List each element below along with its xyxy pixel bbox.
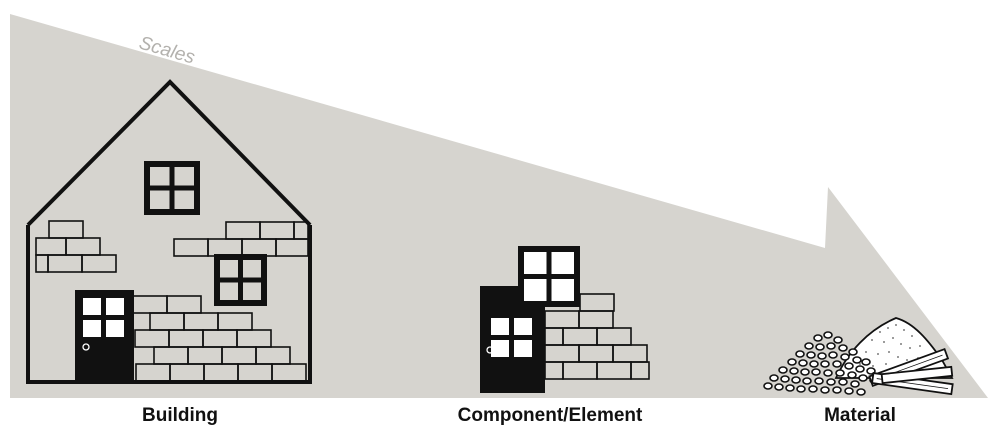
component-element-label: Component/Element <box>430 401 670 431</box>
house-door <box>75 290 134 382</box>
component-window <box>521 249 577 304</box>
material-label: Material <box>800 401 920 431</box>
building-label: Building <box>110 401 250 431</box>
